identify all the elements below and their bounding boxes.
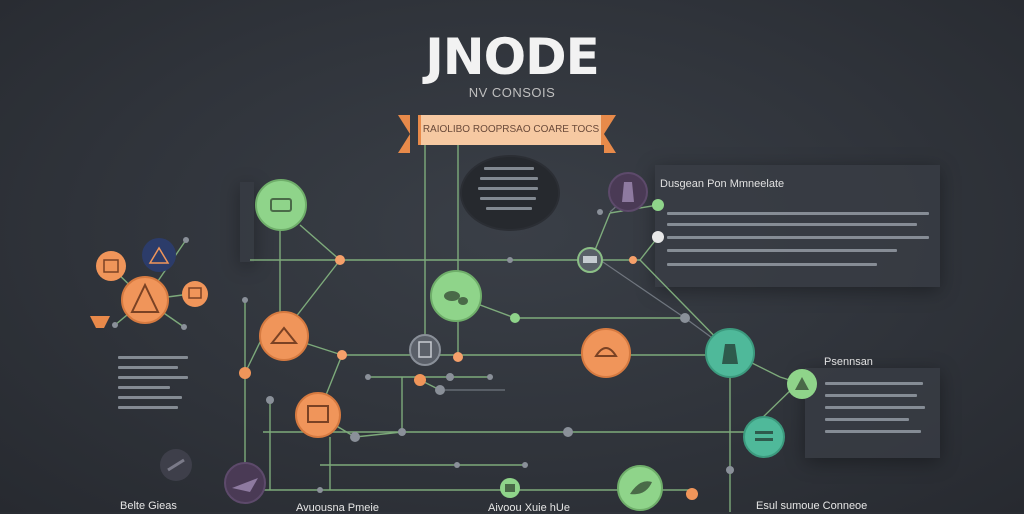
center-left-panel: [240, 182, 254, 262]
node-purple-top[interactable]: [608, 172, 648, 212]
bottom-label-center-right: Aivoou Xuie hUe: [488, 502, 570, 514]
arrow-icon: [232, 478, 258, 492]
bottom-label-center-left: Avuousna Pmeie: [296, 502, 379, 514]
bottom-label-left: Belte Gieas: [120, 500, 177, 512]
node-left-cluster-main[interactable]: [121, 276, 169, 324]
node-gray-right[interactable]: [577, 247, 603, 273]
page-title: JNODE: [425, 28, 600, 86]
document-icon: [270, 198, 292, 212]
envelope-icon: [90, 316, 110, 328]
box-icon: [505, 484, 515, 492]
ribbon-right-tail: [604, 115, 616, 153]
building-icon: [103, 259, 119, 273]
triangle-icon: [795, 377, 809, 390]
page-subtitle: NV CONSOIS: [468, 85, 556, 100]
house-icon: [269, 326, 299, 344]
node-gray-center[interactable]: [409, 334, 441, 366]
node-teal-lower-right[interactable]: [743, 416, 785, 458]
junction-dots: [112, 199, 734, 500]
node-green-small-right[interactable]: [787, 369, 817, 399]
header-banner: RAIOLIBO ROOPRSAO COARE TOCS: [418, 115, 604, 145]
node-orange-small-right[interactable]: [182, 281, 208, 307]
bottle-icon: [622, 182, 634, 202]
node-purple-bottom-left[interactable]: [224, 462, 266, 504]
car-icon: [583, 256, 597, 263]
bottom-label-right: Esul sumoue Conneoe: [756, 500, 868, 512]
node-orange-lower-left[interactable]: [295, 392, 341, 438]
node-orange-center-right[interactable]: [581, 328, 631, 378]
clipboard-icon: [418, 341, 432, 358]
leaf-icon: [630, 481, 652, 495]
quote-bubble: [462, 157, 558, 229]
node-green-square-bottom[interactable]: [500, 478, 520, 498]
image-icon: [307, 405, 329, 423]
right-panel-title: Dusgean Pon Mmneelate: [660, 178, 785, 190]
node-navy-left[interactable]: [142, 238, 176, 272]
chart-icon: [188, 287, 202, 299]
node-teal-right[interactable]: [705, 328, 755, 378]
flask-icon: [722, 344, 738, 364]
right-info-panel: [655, 165, 940, 287]
helmet-icon: [594, 347, 618, 357]
node-orange-small-left[interactable]: [96, 251, 126, 281]
chat-icon: [444, 291, 460, 301]
gray-connectors: [445, 184, 716, 391]
pyramid-icon: [130, 282, 160, 313]
node-green-top-left[interactable]: [255, 179, 307, 231]
mountain-icon: [148, 246, 170, 264]
tool-icon: [167, 458, 185, 472]
list-icon: [755, 431, 773, 434]
node-green-bottom-right[interactable]: [617, 465, 663, 511]
small-info-panel: [805, 368, 940, 458]
node-dark-bottom-left[interactable]: [160, 449, 192, 481]
node-orange-mid-left[interactable]: [259, 311, 309, 361]
ribbon-left-tail: [398, 115, 410, 153]
small-panel-title: Psennsan: [824, 356, 873, 368]
node-green-center[interactable]: [430, 270, 482, 322]
